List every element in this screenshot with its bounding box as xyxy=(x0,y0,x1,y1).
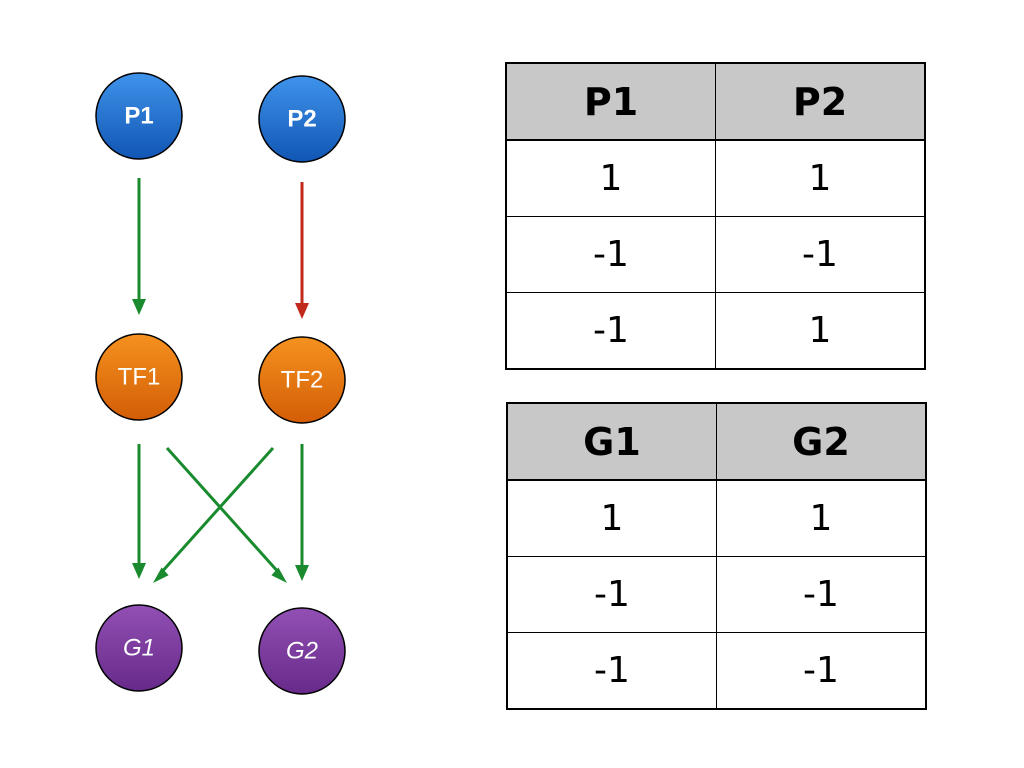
table-row: -1 -1 xyxy=(505,216,926,293)
table-cell: 1 xyxy=(715,139,926,217)
table-cell: 1 xyxy=(505,139,716,217)
node-tf2: TF2 xyxy=(258,336,346,424)
table-cell: -1 xyxy=(716,556,927,633)
column-header-g1: G1 xyxy=(506,402,717,481)
table-cell: 1 xyxy=(715,292,926,370)
table-row: -1 -1 xyxy=(506,632,927,710)
regulatory-network-diagram: P1 P2 TF1 TF2 G1 G2 xyxy=(95,72,346,695)
node-g1-label: G1 xyxy=(123,635,155,662)
table-row: -1 1 xyxy=(505,292,926,370)
edge-p1-tf1 xyxy=(132,178,146,315)
node-p1: P1 xyxy=(95,72,183,160)
table-cell: -1 xyxy=(716,632,927,710)
node-g2-label: G2 xyxy=(286,638,318,665)
node-g2: G2 xyxy=(258,607,346,695)
node-p1-label: P1 xyxy=(124,103,153,130)
gene-state-table: G1 G2 1 1 -1 -1 -1 -1 xyxy=(506,402,927,710)
table-cell: 1 xyxy=(716,479,927,557)
node-tf2-label: TF2 xyxy=(281,367,324,394)
edge-tf1-g1 xyxy=(132,444,146,579)
column-header-p2: P2 xyxy=(715,62,926,141)
node-tf1: TF1 xyxy=(95,333,183,421)
edge-tf2-g1 xyxy=(153,446,275,583)
edge-tf1-g2 xyxy=(165,446,287,583)
table-header-row: P1 P2 xyxy=(505,62,926,141)
table-cell: -1 xyxy=(506,632,717,710)
table-header-row: G1 G2 xyxy=(506,402,927,481)
table-row: -1 -1 xyxy=(506,556,927,633)
node-p2: P2 xyxy=(258,75,346,163)
table-row: 1 1 xyxy=(506,479,927,557)
table-cell: 1 xyxy=(506,479,717,557)
node-g1: G1 xyxy=(95,604,183,692)
table-cell: -1 xyxy=(505,292,716,370)
node-tf1-label: TF1 xyxy=(118,364,161,391)
edge-p2-tf2 xyxy=(295,182,309,319)
table-cell: -1 xyxy=(715,216,926,293)
table-cell: -1 xyxy=(506,556,717,633)
edge-tf2-g2 xyxy=(295,444,309,581)
column-header-p1: P1 xyxy=(505,62,716,141)
table-cell: -1 xyxy=(505,216,716,293)
promoter-state-table: P1 P2 1 1 -1 -1 -1 1 xyxy=(505,62,926,370)
node-p2-label: P2 xyxy=(287,106,316,133)
column-header-g2: G2 xyxy=(716,402,927,481)
table-row: 1 1 xyxy=(505,139,926,217)
